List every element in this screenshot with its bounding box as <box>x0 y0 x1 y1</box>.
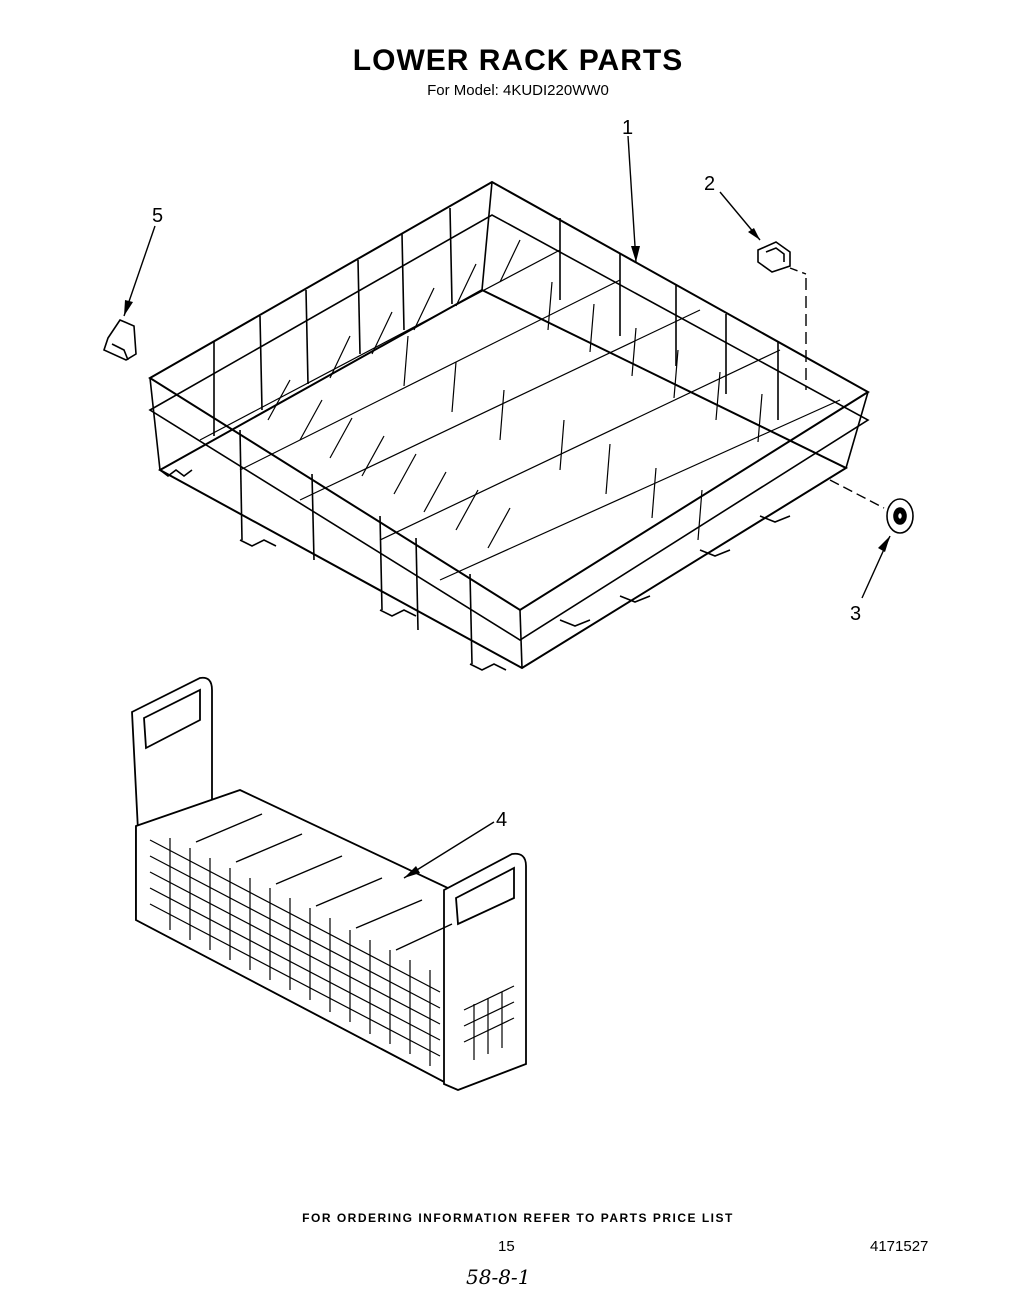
callout-2: 2 <box>704 173 715 195</box>
leader-arrow-5 <box>124 300 133 316</box>
callout-4: 4 <box>496 809 507 831</box>
callout-1: 1 <box>622 117 633 139</box>
silverware-basket <box>131 676 527 1091</box>
leader-line-5 <box>123 225 156 317</box>
rack-bumper-icon <box>103 319 137 361</box>
leader-arrow-3 <box>878 536 890 552</box>
model-subtitle: For Model: 4KUDI220WW0 <box>427 82 609 99</box>
leader-arrow-4 <box>404 866 420 878</box>
dash-line-2a <box>789 267 807 275</box>
ordering-info-note: FOR ORDERING INFORMATION REFER TO PARTS … <box>302 1211 734 1225</box>
leader-arrow-2 <box>748 228 760 240</box>
rack-clip-icon <box>757 241 791 273</box>
lower-rack-wire-basket <box>148 180 870 671</box>
roller-wheel-icon <box>886 498 914 534</box>
leader-line-1 <box>627 135 637 263</box>
callout-5: 5 <box>152 205 163 227</box>
page-number: 15 <box>498 1238 515 1255</box>
document-number: 4171527 <box>870 1238 929 1255</box>
dash-line-3 <box>829 479 885 509</box>
leader-line-4 <box>403 821 495 879</box>
leader-arrow-1 <box>631 246 640 262</box>
callout-3: 3 <box>850 603 861 625</box>
handwritten-note: 58-8-1 <box>466 1265 531 1289</box>
page-title: LOWER RACK PARTS <box>352 44 684 77</box>
